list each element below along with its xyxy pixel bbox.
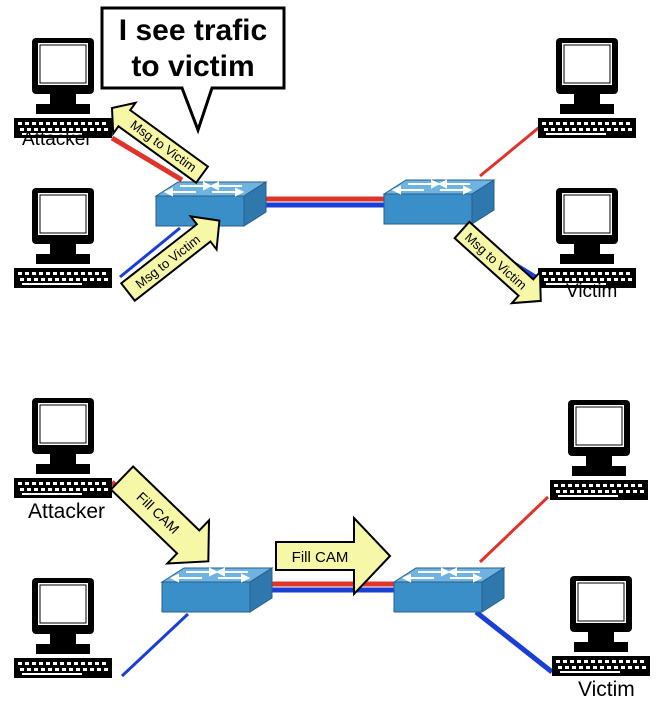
callout-line2: to victim <box>131 50 254 83</box>
bottom-victim-link <box>474 610 554 674</box>
bottom-victim-computer-icon <box>551 575 651 677</box>
arrow-attacker-fill-cam: Fill CAM <box>109 465 211 565</box>
top-victim-computer-icon <box>537 187 637 289</box>
top-right-switch-icon <box>383 179 495 225</box>
arrow-switch-to-victim: Msg to Victim <box>453 220 542 305</box>
bottom-victim-label: Victim <box>578 678 635 701</box>
bottom-lower-left-link <box>120 612 190 678</box>
top-scenario: I see trafic to victim Msg to Victim Msg… <box>13 6 637 305</box>
bottom-lower-left-computer-icon <box>13 577 113 679</box>
arrow-trunk-fill-cam-label: Fill CAM <box>292 549 349 566</box>
bottom-scenario: Fill CAM Fill CAM Attacker Victim <box>13 397 651 701</box>
bottom-attacker-label: Attacker <box>28 500 105 523</box>
top-victim-label: Victim <box>566 281 617 302</box>
arrow-sender-to-switch-label: Msg to Victim <box>132 232 203 292</box>
bottom-left-switch-icon <box>161 567 273 613</box>
bottom-right-computer-icon <box>549 399 649 501</box>
top-attacker-link <box>110 135 184 183</box>
arrow-trunk-fill-cam: Fill CAM <box>275 515 392 597</box>
arrow-switch-to-victim-label: Msg to Victim <box>462 230 530 293</box>
top-right-computer-icon <box>537 37 637 139</box>
callout-line1: I see trafic <box>119 14 267 47</box>
top-sender-link <box>119 226 181 279</box>
top-attacker-computer-icon <box>13 37 113 139</box>
top-sender-computer-icon <box>13 187 113 289</box>
top-right-upper-link <box>479 123 543 178</box>
bottom-right-switch-icon <box>393 567 505 613</box>
top-callout: I see trafic to victim <box>100 6 286 135</box>
bottom-right-upper-link <box>478 495 550 564</box>
bottom-attacker-computer-icon <box>13 397 113 499</box>
top-attacker-label: Attacker <box>22 129 92 150</box>
